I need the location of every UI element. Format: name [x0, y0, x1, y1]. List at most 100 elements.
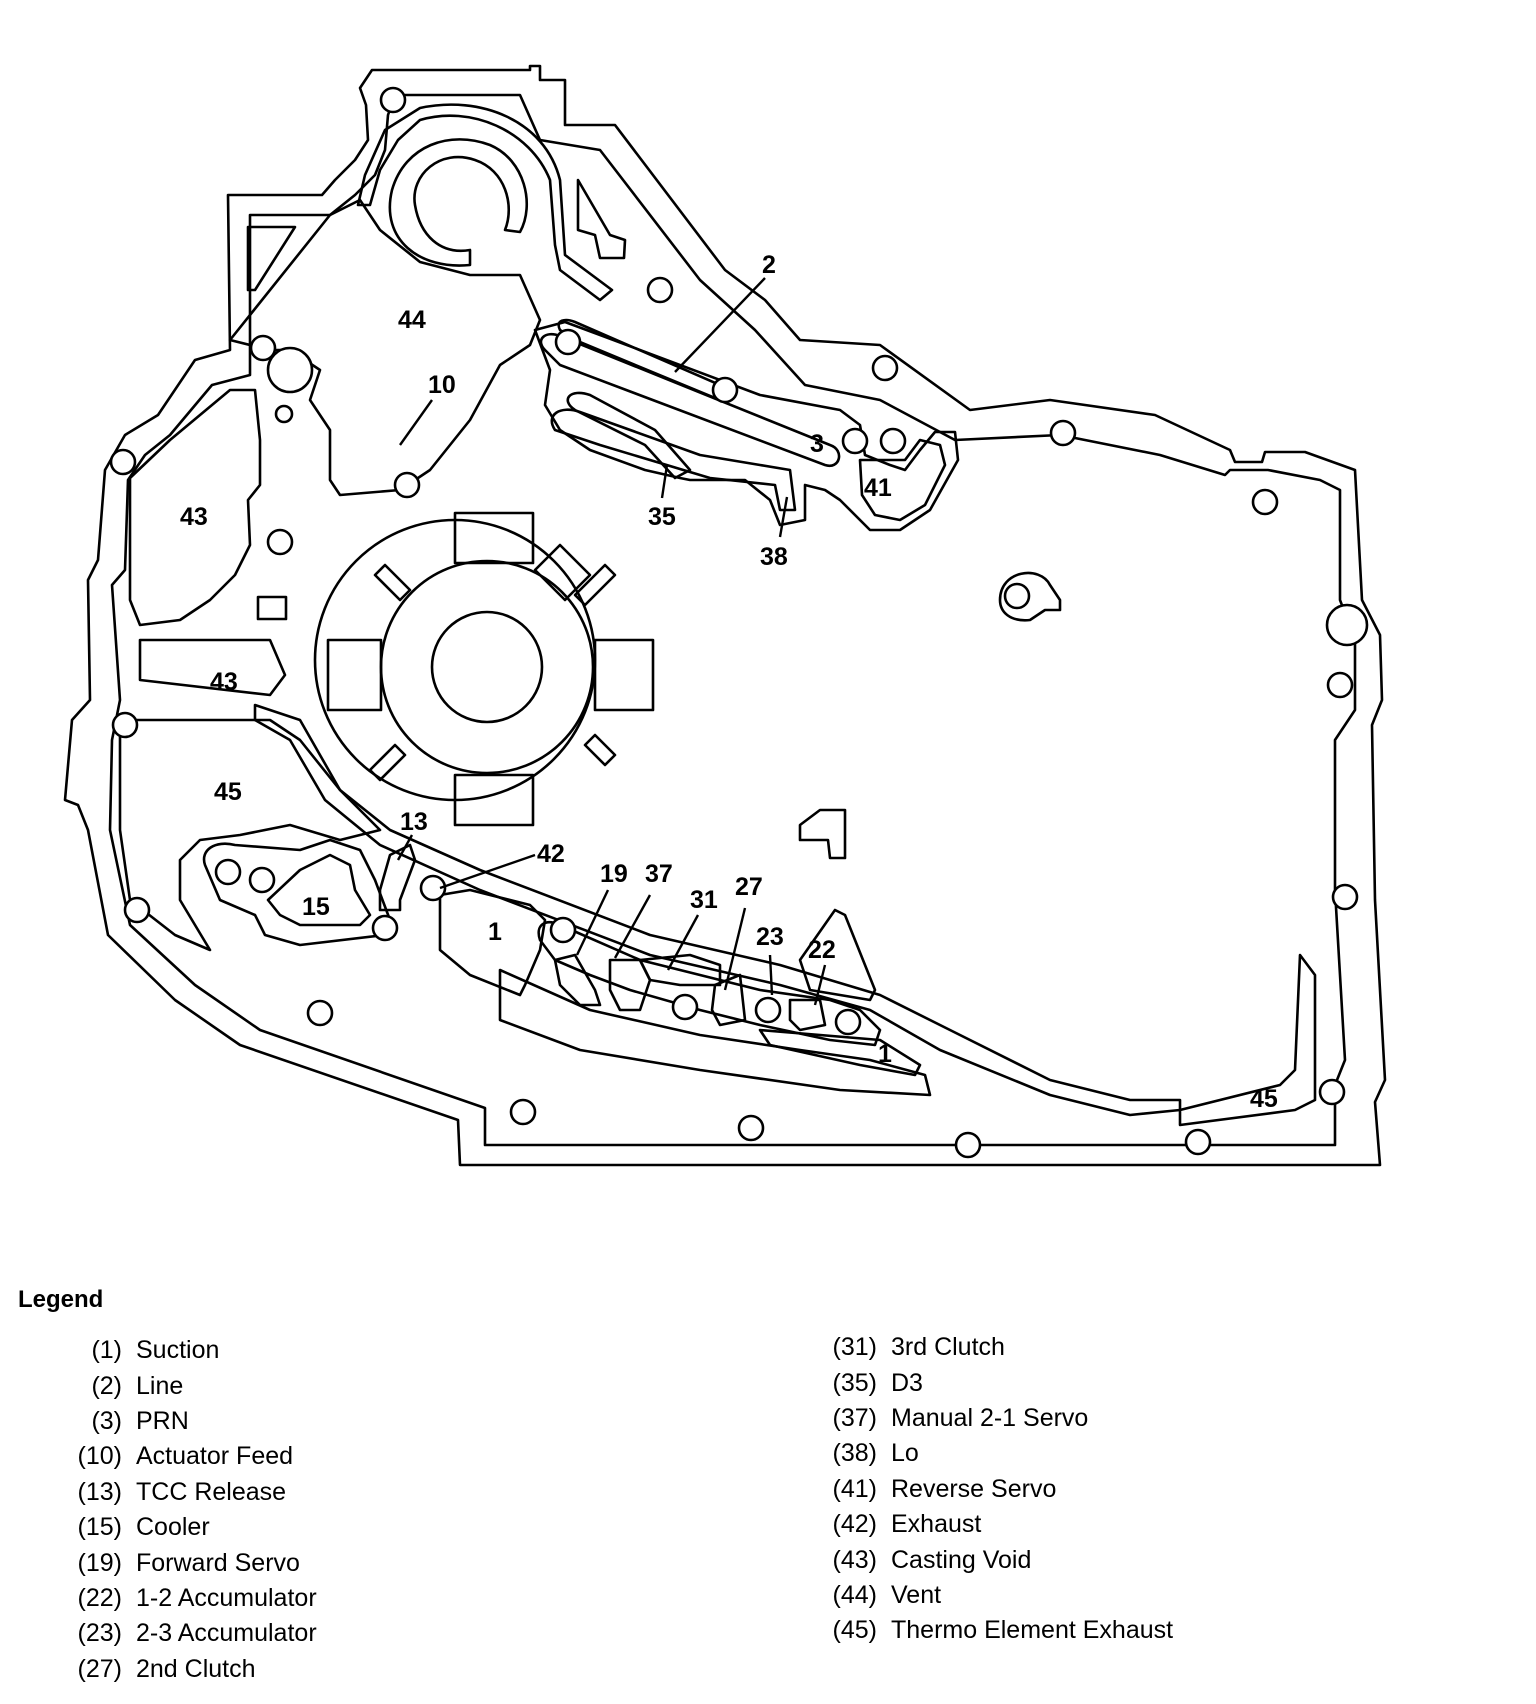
bolt-hole: [879, 427, 907, 455]
legend-item: (35)D3: [815, 1365, 1173, 1400]
callout-19: 19: [600, 860, 628, 888]
leader-13: [396, 834, 414, 861]
channel-27: [710, 973, 747, 1027]
small-square-void: [256, 595, 288, 621]
legend-item: (13)TCC Release: [60, 1475, 317, 1510]
legend-number: (22): [77, 1583, 122, 1612]
callout-45-left: 45: [214, 778, 242, 806]
arc-outer-band: [356, 103, 614, 302]
top-arc-passage: [388, 138, 528, 267]
legend-title: Legend: [18, 1286, 104, 1313]
legend-item: (23)2-3 Accumulator: [60, 1616, 317, 1651]
legend-number: (42): [832, 1510, 877, 1539]
chamber-22: [798, 908, 877, 1002]
bolt-hole: [248, 866, 276, 894]
bolt-hole: [306, 999, 334, 1027]
legend-item: (37)Manual 2-1 Servo: [815, 1401, 1173, 1436]
pump-tab-top: [453, 511, 535, 565]
legend-number: (31): [832, 1333, 877, 1362]
bolt-hole: [266, 528, 294, 556]
pump-tab-bottom: [453, 773, 535, 827]
leader-2: [674, 277, 766, 373]
legend-left-column: (1)Suction (2)Line (3)PRN (10)Actuator F…: [60, 1333, 317, 1687]
legend-item: (44)Vent: [815, 1578, 1173, 1613]
pump-tab-topright: [533, 543, 592, 602]
bolt-hole: [249, 334, 277, 362]
legend-label: Manual 2-1 Servo: [891, 1403, 1089, 1432]
legend-label: Actuator Feed: [136, 1442, 294, 1471]
legend-item: (19)Forward Servo: [60, 1545, 317, 1580]
callout-23: 23: [756, 923, 784, 951]
channel-45-right: [1178, 953, 1317, 1127]
legend-number: (1): [91, 1336, 122, 1365]
channel-13: [378, 843, 417, 912]
leader-19: [575, 889, 610, 956]
legend-item: (15)Cooler: [60, 1510, 317, 1545]
legend-number: (41): [832, 1474, 877, 1503]
lower-band: [498, 968, 932, 1097]
legend-number: (2): [91, 1371, 122, 1400]
bolt-hole: [554, 328, 582, 356]
channel-19: [553, 953, 602, 1007]
callout-13: 13: [400, 808, 428, 836]
top-triangle-void: [576, 178, 627, 260]
legend-item: (27)2nd Clutch: [60, 1652, 317, 1687]
legend-label: Thermo Element Exhaust: [891, 1616, 1174, 1645]
channel-prn-3: [539, 332, 841, 468]
callout-43-lower: 43: [210, 668, 238, 696]
legend-label: Forward Servo: [136, 1548, 300, 1577]
legend-label: Vent: [891, 1580, 942, 1609]
legend-label: 3rd Clutch: [891, 1333, 1005, 1362]
legend-number: (15): [77, 1513, 122, 1542]
locating-boss: [998, 571, 1062, 622]
callout-31: 31: [690, 886, 718, 914]
callout-42: 42: [537, 840, 565, 868]
legend-item: (1)Suction: [60, 1333, 317, 1368]
callout-2: 2: [762, 251, 776, 279]
channel-lo-38: [550, 408, 797, 512]
gasket-outer-edge: [63, 64, 1387, 1167]
bolt-hole: [671, 993, 699, 1021]
legend-item: (42) Exhaust: [815, 1507, 1173, 1542]
channel-line-2: [557, 318, 731, 400]
legend-number: (27): [77, 1654, 122, 1683]
gasket-inner-edge: [108, 93, 1357, 1147]
bolt-hole: [954, 1131, 982, 1159]
chamber-43-upper: [128, 388, 262, 627]
leader-31: [666, 914, 700, 971]
legend-label: Lo: [891, 1439, 919, 1468]
callout-35: 35: [648, 503, 676, 531]
small-void-center: [798, 808, 847, 860]
legend-item: (41)Reverse Servo: [815, 1472, 1173, 1507]
bolt-hole: [549, 916, 577, 944]
legend-label: Exhaust: [891, 1510, 982, 1539]
legend-item: (31) 3rd Clutch: [815, 1330, 1173, 1365]
chamber-22-lower: [788, 998, 827, 1032]
channel-31: [638, 953, 722, 987]
bolt-hole: [1251, 488, 1279, 516]
pump-tab-left: [326, 638, 383, 712]
bolt-hole: [1318, 1078, 1346, 1106]
legend-label: PRN: [136, 1406, 189, 1435]
pump-tab-right: [593, 638, 655, 712]
legend-label: D3: [891, 1368, 923, 1397]
legend-number: (43): [832, 1545, 877, 1574]
legend-number: (23): [77, 1619, 122, 1648]
callout-15: 15: [302, 893, 330, 921]
leader-35: [660, 464, 669, 499]
callout-10: 10: [428, 371, 456, 399]
legend-number: (13): [77, 1477, 122, 1506]
legend-item: (45)Thermo Element Exhaust: [815, 1613, 1174, 1648]
channel-lower-block: [537, 920, 882, 1047]
bolt-hole: [1326, 671, 1354, 699]
legend-number: (38): [832, 1439, 877, 1468]
bolt-hole: [754, 996, 782, 1024]
chamber-suction-1-left: [438, 888, 547, 997]
pump-tab-topright-2: [573, 563, 617, 607]
leader-38: [778, 496, 789, 538]
chamber-44: [228, 198, 542, 497]
channel-exhaust-42: [253, 703, 1182, 1117]
leader-22: [813, 964, 827, 1006]
channel-d3-35: [566, 391, 692, 480]
callout-3: 3: [810, 430, 824, 458]
